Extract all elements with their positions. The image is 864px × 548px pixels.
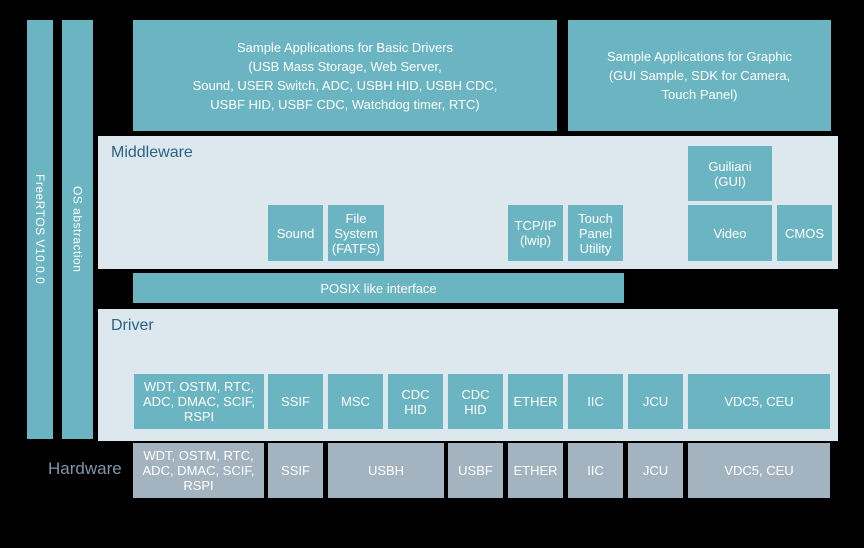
driver-box-vdc5-ceu: VDC5, CEU (688, 374, 830, 429)
middleware-box-guiliani: Guiliani (GUI) (688, 146, 772, 201)
driver-box-jcu: JCU (628, 374, 683, 429)
driver-box-cdc-hid-1: CDC HID (388, 374, 443, 429)
sample-applications-basic-drivers-box: Sample Applications for Basic Drivers (U… (133, 20, 557, 131)
hardware-box-usbh: USBH (328, 443, 444, 498)
hardware-box-ether: ETHER (508, 443, 563, 498)
hardware-box-usbf: USBF (448, 443, 503, 498)
hardware-box-wdt-group: WDT, OSTM, RTC, ADC, DMAC, SCIF, RSPI (133, 443, 264, 498)
middleware-box-sound: Sound (268, 205, 323, 261)
driver-box-ether: ETHER (508, 374, 563, 429)
middleware-box-tcp-ip: TCP/IP (lwip) (508, 205, 563, 261)
driver-box-cdc-hid-2: CDC HID (448, 374, 503, 429)
freertos-bar: FreeRTOS V10.0.0 (27, 20, 53, 439)
driver-box-iic: IIC (568, 374, 623, 429)
middleware-box-touch-panel-utility: Touch Panel Utility (568, 205, 623, 261)
middleware-title: Middleware (111, 144, 193, 161)
middleware-box-video: Video (688, 205, 772, 261)
sample-applications-graphic-box: Sample Applications for Graphic (GUI Sam… (568, 20, 831, 131)
hardware-box-ssif: SSIF (268, 443, 323, 498)
driver-box-msc: MSC (328, 374, 383, 429)
driver-box-ssif: SSIF (268, 374, 323, 429)
middleware-box-file-system: File System (FATFS) (328, 205, 384, 261)
hardware-box-iic: IIC (568, 443, 623, 498)
hardware-box-jcu: JCU (628, 443, 683, 498)
os-abstraction-bar: OS abstraction (62, 20, 93, 439)
hardware-box-vdc5-ceu: VDC5, CEU (688, 443, 830, 498)
hardware-title: Hardware (48, 459, 122, 478)
posix-interface-bar: POSIX like interface (133, 273, 624, 303)
middleware-box-cmos: CMOS (777, 205, 832, 261)
driver-box-wdt-group: WDT, OSTM, RTC, ADC, DMAC, SCIF, RSPI (134, 374, 264, 429)
driver-title: Driver (111, 317, 154, 334)
